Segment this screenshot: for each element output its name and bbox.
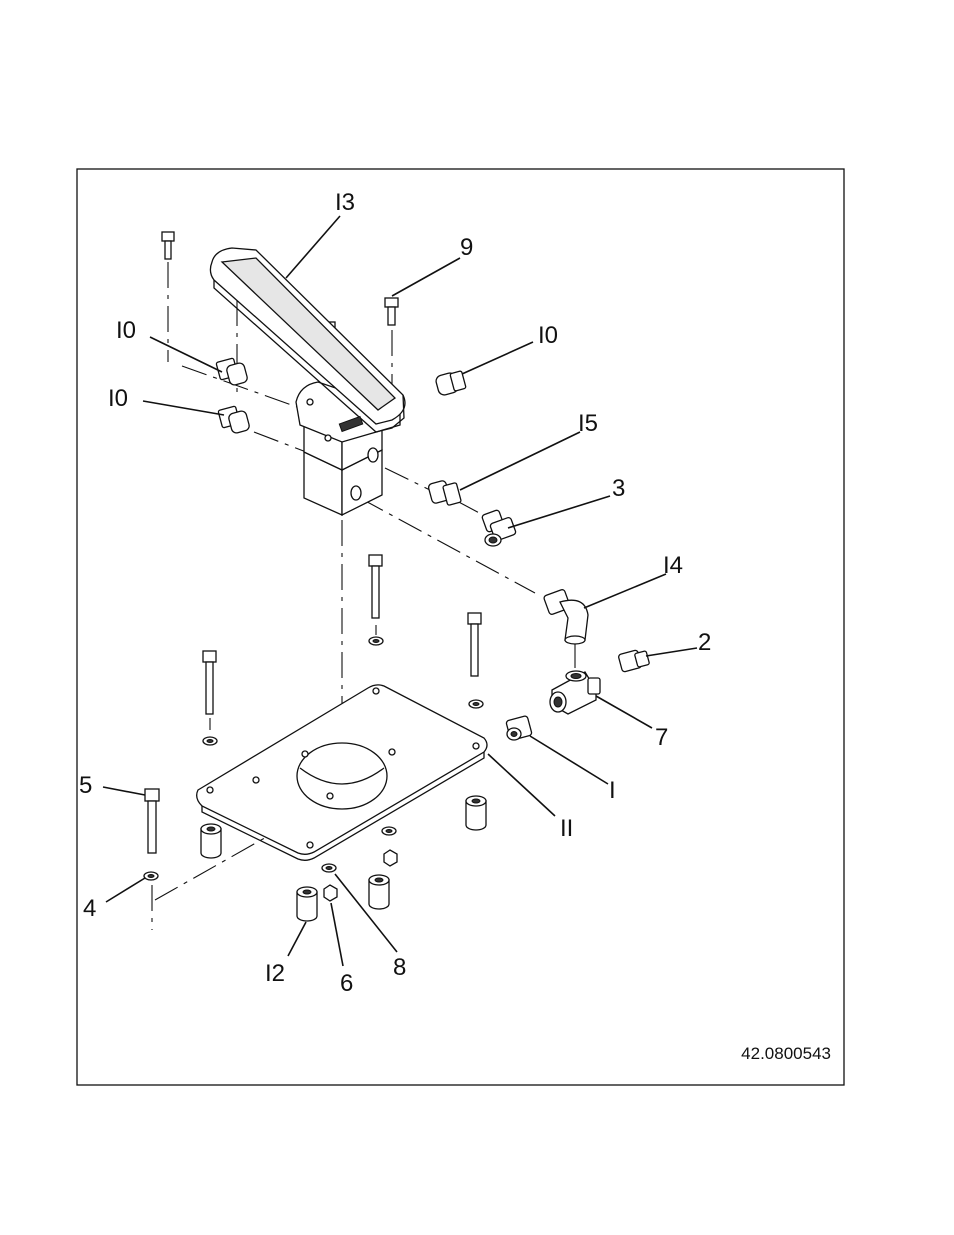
tee-fitting-7: [550, 671, 600, 714]
plug-10-right: [435, 371, 466, 396]
fitting-1: [506, 715, 532, 740]
leader-lines: [103, 216, 697, 966]
callout-3: 3: [612, 475, 625, 502]
callout-9: 9: [460, 234, 473, 261]
bolt-long-right: [468, 613, 481, 676]
callout-7: 7: [655, 724, 668, 751]
callout-13: I3: [335, 189, 355, 216]
drawing-number: 42.0800543: [741, 1044, 831, 1063]
callout-4: 4: [83, 895, 96, 922]
callout-11: II: [560, 815, 573, 842]
fitting-15: [428, 480, 462, 505]
callout-10-upper-left: I0: [116, 317, 136, 344]
bolt-top-left: [162, 232, 174, 259]
fitting-2: [618, 650, 650, 673]
callout-14: I4: [663, 552, 683, 579]
bolt-long-center: [369, 555, 382, 618]
callout-10-right: I0: [538, 322, 558, 349]
plug-10-lower-left: [218, 406, 250, 434]
bolt-item-5: [145, 789, 159, 853]
callout-15: I5: [578, 410, 598, 437]
callout-1: I: [609, 777, 616, 804]
callout-6: 6: [340, 970, 353, 997]
bolt-long-left: [203, 651, 216, 714]
elbow-fitting-14: [543, 589, 588, 644]
mounting-plate-11: [197, 685, 487, 860]
callout-10-lower-left: I0: [108, 385, 128, 412]
callout-2: 2: [698, 629, 711, 656]
bolt-item-9: [385, 298, 398, 325]
callout-12: I2: [265, 960, 285, 987]
callout-5: 5: [79, 772, 92, 799]
callout-8: 8: [393, 954, 406, 981]
drawing-frame: [77, 169, 844, 1085]
